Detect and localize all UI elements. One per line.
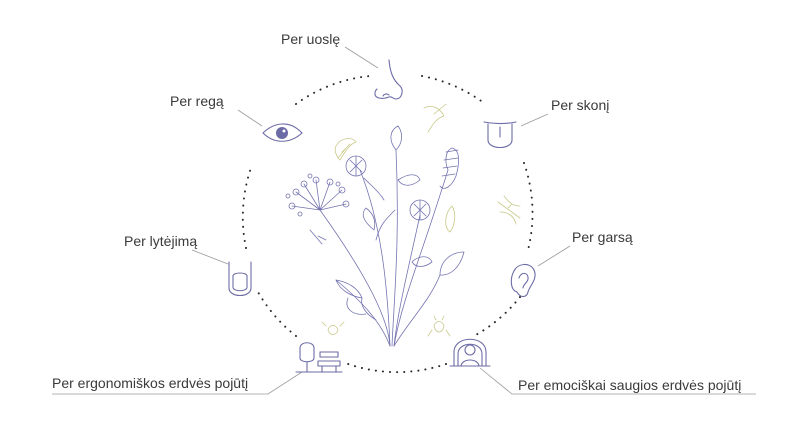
nose-icon	[374, 59, 403, 100]
umbel-flower	[285, 173, 350, 245]
plant-stems	[319, 149, 449, 347]
insects	[321, 103, 521, 337]
sense-emotional: Per emociškai saugios erdvės pojūtį	[449, 338, 756, 395]
wildflower-bouquet-illustration	[285, 103, 521, 347]
sense-smell: Per uoslę	[281, 31, 403, 100]
sense-label-sound: Per garsą	[572, 229, 633, 245]
sense-label-smell: Per uoslę	[281, 31, 340, 47]
finger-icon	[228, 261, 252, 297]
plant-leaves	[335, 125, 465, 321]
sense-sound: Per garsą	[510, 229, 633, 298]
sense-label-touch: Per lytėjimą	[124, 233, 197, 249]
tongue-icon	[483, 121, 517, 149]
calm-person-icon	[449, 338, 491, 367]
sense-label-sight: Per regą	[170, 93, 224, 109]
sense-label-ergonomic: Per ergonomiškos erdvės pojūtį	[52, 375, 248, 391]
sense-ergonomic: Per ergonomiškos erdvės pojūtį	[52, 342, 343, 395]
eye-icon	[262, 123, 303, 142]
sense-touch: Per lytėjimą	[124, 233, 252, 297]
park-bench-icon	[295, 342, 343, 373]
dotted-circle	[241, 75, 534, 374]
ear-icon	[510, 263, 536, 298]
spike-flower	[439, 147, 460, 189]
sense-sight: Per regą	[170, 93, 303, 142]
clover-flowers	[345, 155, 431, 221]
sense-label-taste: Per skonį	[551, 97, 609, 113]
sense-label-emotional: Per emociškai saugios erdvės pojūtį	[518, 377, 741, 393]
sense-taste: Per skonį	[483, 97, 609, 149]
